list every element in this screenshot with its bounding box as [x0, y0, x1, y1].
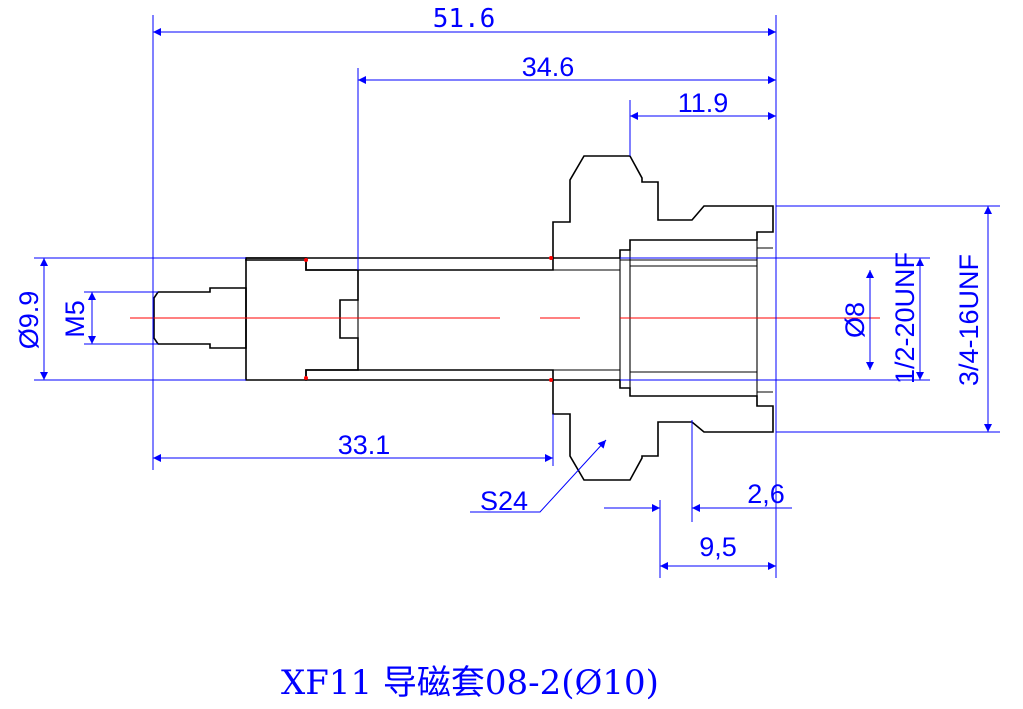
flange-lower	[552, 379, 774, 481]
shaft-edges	[358, 269, 620, 371]
dim-overall-length: 51.6	[433, 4, 496, 34]
dim-groove-width: 2,6	[747, 479, 785, 509]
dim-thread-length: 11.9	[678, 88, 729, 118]
drawing-title: XF11 导磁套08-2(Ø10)	[281, 663, 659, 703]
dim-inner-thread: 1/2-20UNF	[890, 252, 920, 384]
dim-bore-diameter: Ø8	[840, 302, 870, 338]
dimension-labels: 51.6 34.6 11.9 33.1 S24 2,6 9,5 Ø9.9 M5 …	[14, 4, 984, 562]
shaft-solid	[245, 257, 359, 381]
dim-end-thread: M5	[60, 300, 90, 338]
dim-hex-size: S24	[480, 486, 528, 516]
hex-leader	[470, 439, 607, 513]
corner-marks	[304, 256, 553, 382]
tip-section	[153, 287, 247, 349]
shaft-upper-wall	[245, 257, 554, 271]
dim-groove-distance: 9,5	[699, 532, 737, 562]
shaft-lower-wall	[305, 369, 554, 381]
part-section	[130, 155, 880, 481]
inner-thread-lines	[630, 265, 757, 373]
dim-flange-offset: 33.1	[338, 430, 391, 460]
dim-bore-length: 34.6	[522, 52, 575, 82]
dim-outer-thread: 3/4-16UNF	[954, 254, 984, 386]
dimensions	[34, 15, 1000, 578]
flange-upper	[552, 155, 774, 259]
dim-shaft-diameter: Ø9.9	[14, 291, 44, 350]
